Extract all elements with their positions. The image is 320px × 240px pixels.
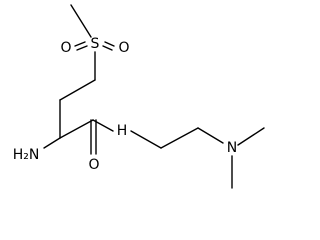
atom-amine-nitrogen: H₂N <box>13 147 40 163</box>
bond-s-o-left-a <box>74 41 86 47</box>
atom-amide-nitrogen: H <box>117 123 128 139</box>
bond-alpha-carbonyl <box>59 119 94 139</box>
atom-oxygen-right: O <box>118 40 129 56</box>
bond-s-o-right-b <box>102 45 113 51</box>
bond-n-methyl-up <box>237 127 265 146</box>
bond-s-methyl <box>70 4 92 38</box>
chemical-structure: S O O H₂N H O N <box>13 4 265 189</box>
bond-ch2-n <box>197 127 224 144</box>
bond-ethyl <box>160 127 199 149</box>
bond-nh-ch2 <box>130 130 162 149</box>
bond-ch2-ch2 <box>59 79 96 101</box>
bond-s-o-left-b <box>76 45 88 51</box>
bond-carbonyl-nh <box>92 119 114 132</box>
atom-sulfur: S <box>91 36 100 52</box>
atom-dimethylamino-nitrogen: N <box>227 140 237 156</box>
bond-s-o-right-a <box>104 41 115 47</box>
atom-oxygen-left: O <box>60 40 71 56</box>
atom-carbonyl-oxygen: O <box>88 157 99 173</box>
bond-alpha-nh2 <box>43 137 61 149</box>
